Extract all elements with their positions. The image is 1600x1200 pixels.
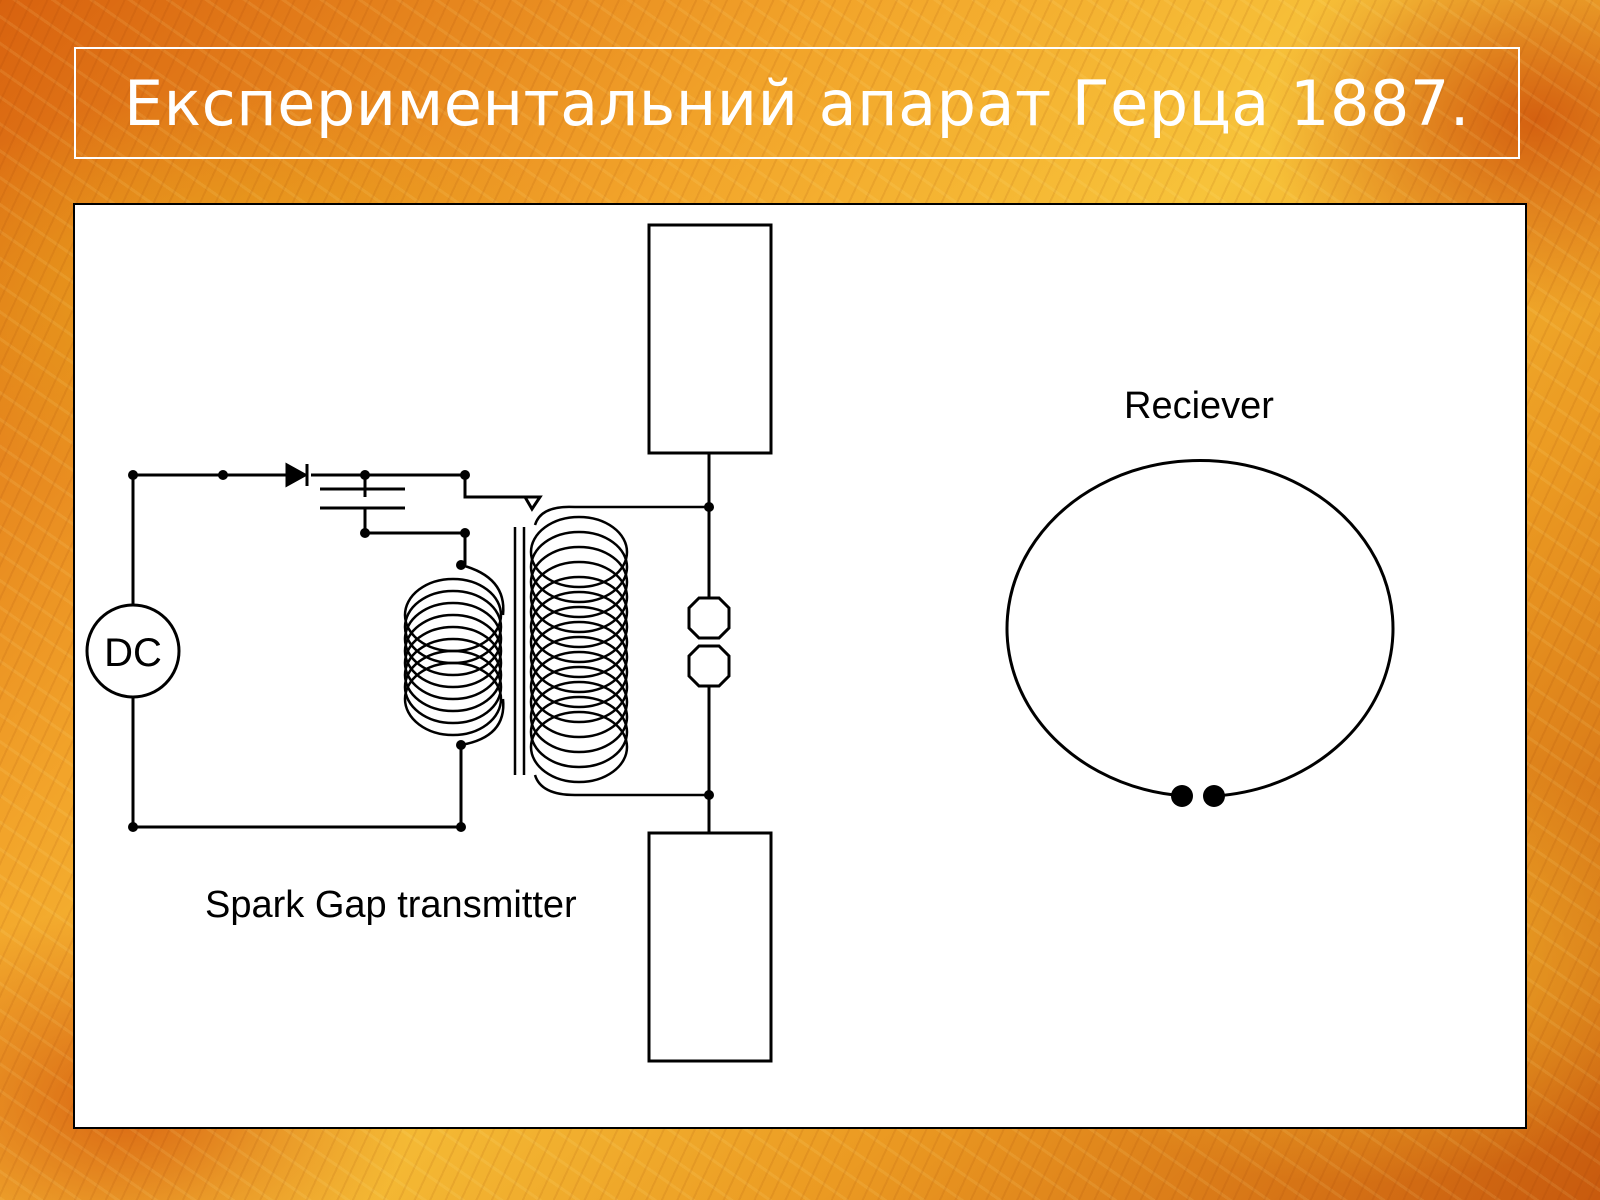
primary-coil: [403, 563, 505, 747]
receiver-gap-ball-left: [1171, 785, 1193, 807]
receiver-label: Reciever: [1124, 385, 1274, 427]
diagram-panel: DC: [73, 203, 1527, 1129]
receiver-gap-ball-right: [1203, 785, 1225, 807]
spark-gap-diagram: DC: [85, 223, 1395, 1063]
receiver-ring: [1005, 459, 1395, 798]
upper-capacitor-plate: [647, 223, 773, 455]
primary-circuit-wiring: [131, 473, 525, 829]
dc-source-label: DC: [104, 631, 162, 675]
trigger-gap: [522, 495, 543, 512]
title-frame: Експериментальний апарат Герца 1887.: [74, 47, 1520, 159]
dc-source: DC: [85, 603, 181, 699]
transformer-core: [513, 527, 526, 775]
slide-title: Експериментальний апарат Герца 1887.: [123, 66, 1470, 140]
transmitter-label: Spark Gap transmitter: [205, 884, 577, 926]
junction-dots: [128, 470, 714, 832]
receiver-loop: Reciever: [1005, 385, 1395, 807]
spark-gap-ball-lower: [687, 644, 731, 688]
diode-symbol: [285, 462, 309, 488]
lower-capacitor-plate: [647, 831, 773, 1063]
secondary-coil: [529, 505, 709, 797]
dipole-antenna: [647, 223, 773, 1063]
spark-gap-ball-upper: [687, 596, 731, 640]
